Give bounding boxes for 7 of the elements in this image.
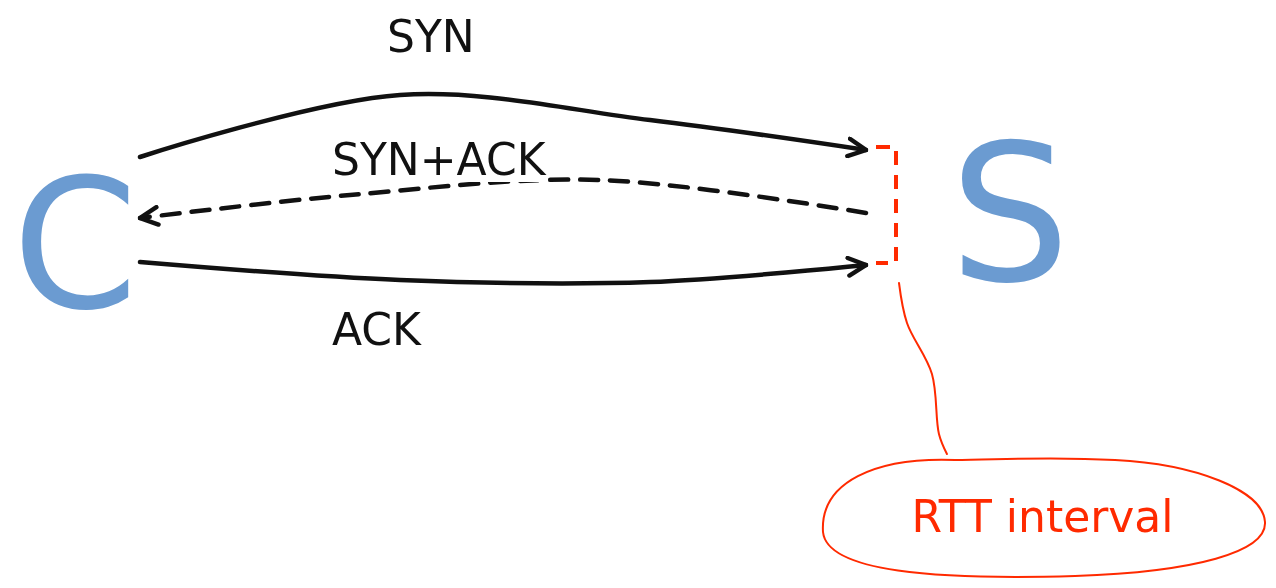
server-letter: S — [949, 120, 1070, 310]
arrow — [137, 255, 869, 286]
arrow — [137, 177, 869, 227]
arrow — [137, 91, 869, 160]
leader-line — [898, 282, 948, 455]
callout-text: RTT interval — [911, 495, 1174, 539]
client-letter: C — [12, 155, 138, 335]
